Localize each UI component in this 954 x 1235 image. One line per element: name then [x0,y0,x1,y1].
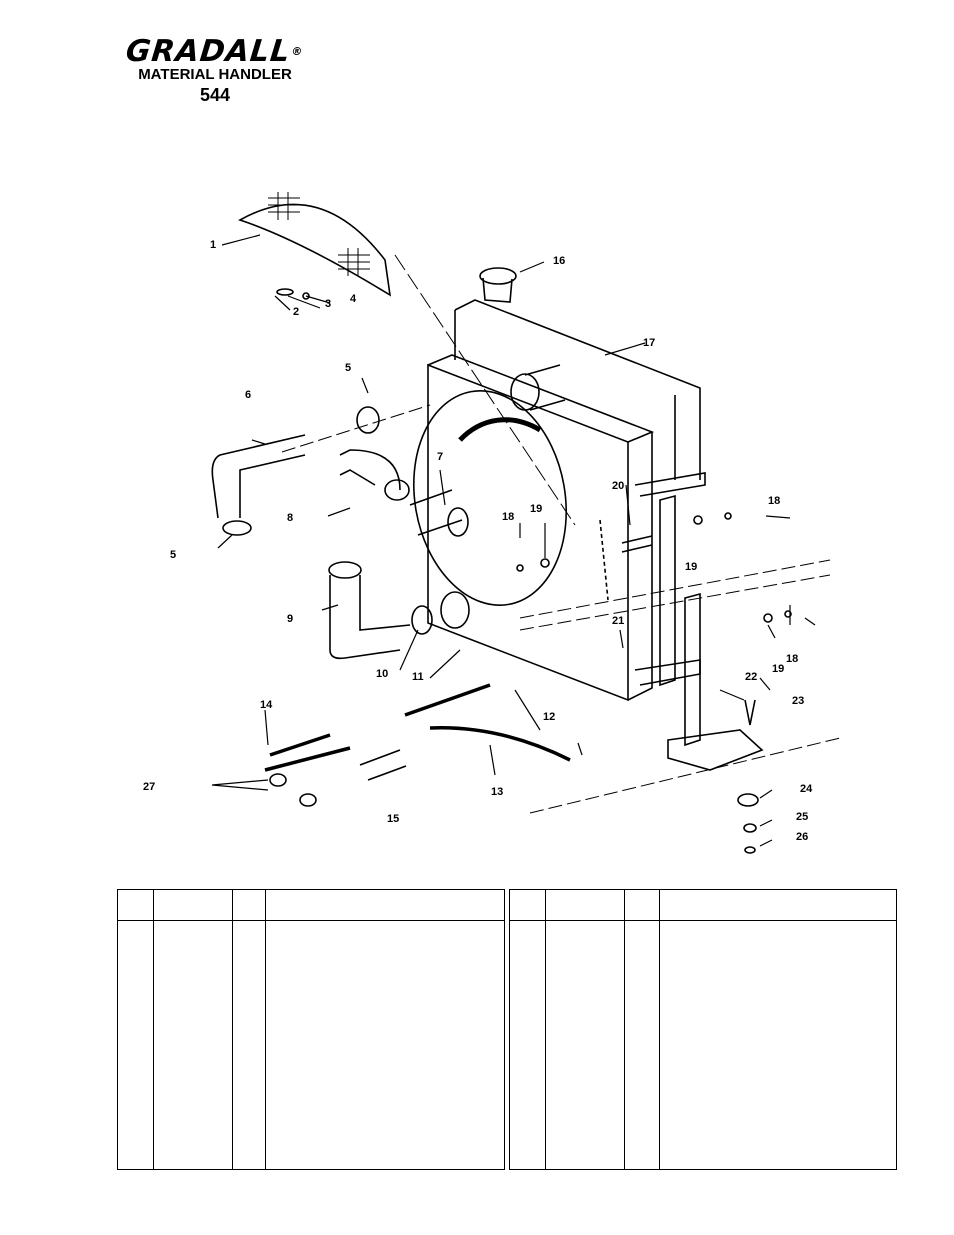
callout-12a: 12 [543,711,555,723]
callout-5b: 5 [170,549,176,561]
table-column-divider [545,890,546,1169]
callout-25: 25 [796,811,808,823]
model-number: 544 [199,85,231,105]
callout-11: 11 [412,671,424,683]
callout-16: 16 [553,255,565,267]
callout-27: 27 [143,781,155,793]
callout-15: 15 [387,813,399,825]
brand-text: GRADALL [124,34,293,69]
callout-22: 22 [745,671,757,683]
table-column-divider [232,890,233,1169]
callout-3: 3 [325,298,331,310]
callout-19b: 19 [685,561,697,573]
callout-4: 4 [350,293,357,305]
mounting-bracket-lower [684,592,701,747]
callout-19a: 19 [530,503,542,515]
gradall-logo: GRADALL® MATERIAL HANDLER 544 [100,34,330,105]
exploded-parts-diagram: 1 2 3 4 5 5 6 7 8 9 10 11 12 12 13 14 15… [100,180,860,870]
table-header-divider [510,920,896,921]
callout-13: 13 [491,786,503,798]
radiator-core [427,363,629,702]
callout-1: 1 [210,239,216,251]
upper-hose [211,434,306,519]
callout-14: 14 [260,699,273,711]
callout-18a: 18 [502,511,514,523]
registered-mark: ® [291,45,305,58]
callout-6: 6 [245,389,251,401]
product-subtitle: MATERIAL HANDLER [138,66,292,83]
brand-name: GRADALL® [124,34,306,69]
parts-table-right [509,889,897,1170]
callout-8: 8 [287,512,293,524]
callout-17: 17 [643,337,655,349]
callout-19c: 19 [772,663,784,675]
parts-table-left [117,889,505,1170]
base-plate [667,729,764,771]
callout-24: 24 [800,783,813,795]
fan-opening [412,390,568,606]
callout-23: 23 [792,695,804,707]
table-column-divider [624,890,625,1169]
hose-elbow-8 [339,449,401,491]
fan-guard [238,203,392,297]
radiator-tank [454,299,701,480]
hose-14 [269,683,491,757]
table-header-divider [118,920,504,921]
filler-neck [479,267,517,285]
table-column-divider [659,890,660,1169]
callout-2: 2 [293,306,299,318]
diagram-svg: 1 2 3 4 5 5 6 7 8 9 10 11 12 12 13 14 15… [143,192,841,854]
callout-9: 9 [287,613,293,625]
callout-18c: 18 [786,653,798,665]
outlet-pipe-7 [409,489,463,536]
table-column-divider [153,890,154,1169]
table-column-divider [265,890,266,1169]
callout-18b: 18 [768,495,780,507]
callout-26: 26 [796,831,808,843]
callout-20: 20 [612,480,624,492]
callout-21: 21 [612,615,624,627]
callout-7: 7 [437,451,443,463]
mounting-bracket-upper [659,494,676,687]
callout-10: 10 [376,668,388,680]
hose-13 [429,726,571,762]
hose-15 [359,749,407,781]
callout-5a: 5 [345,362,351,374]
